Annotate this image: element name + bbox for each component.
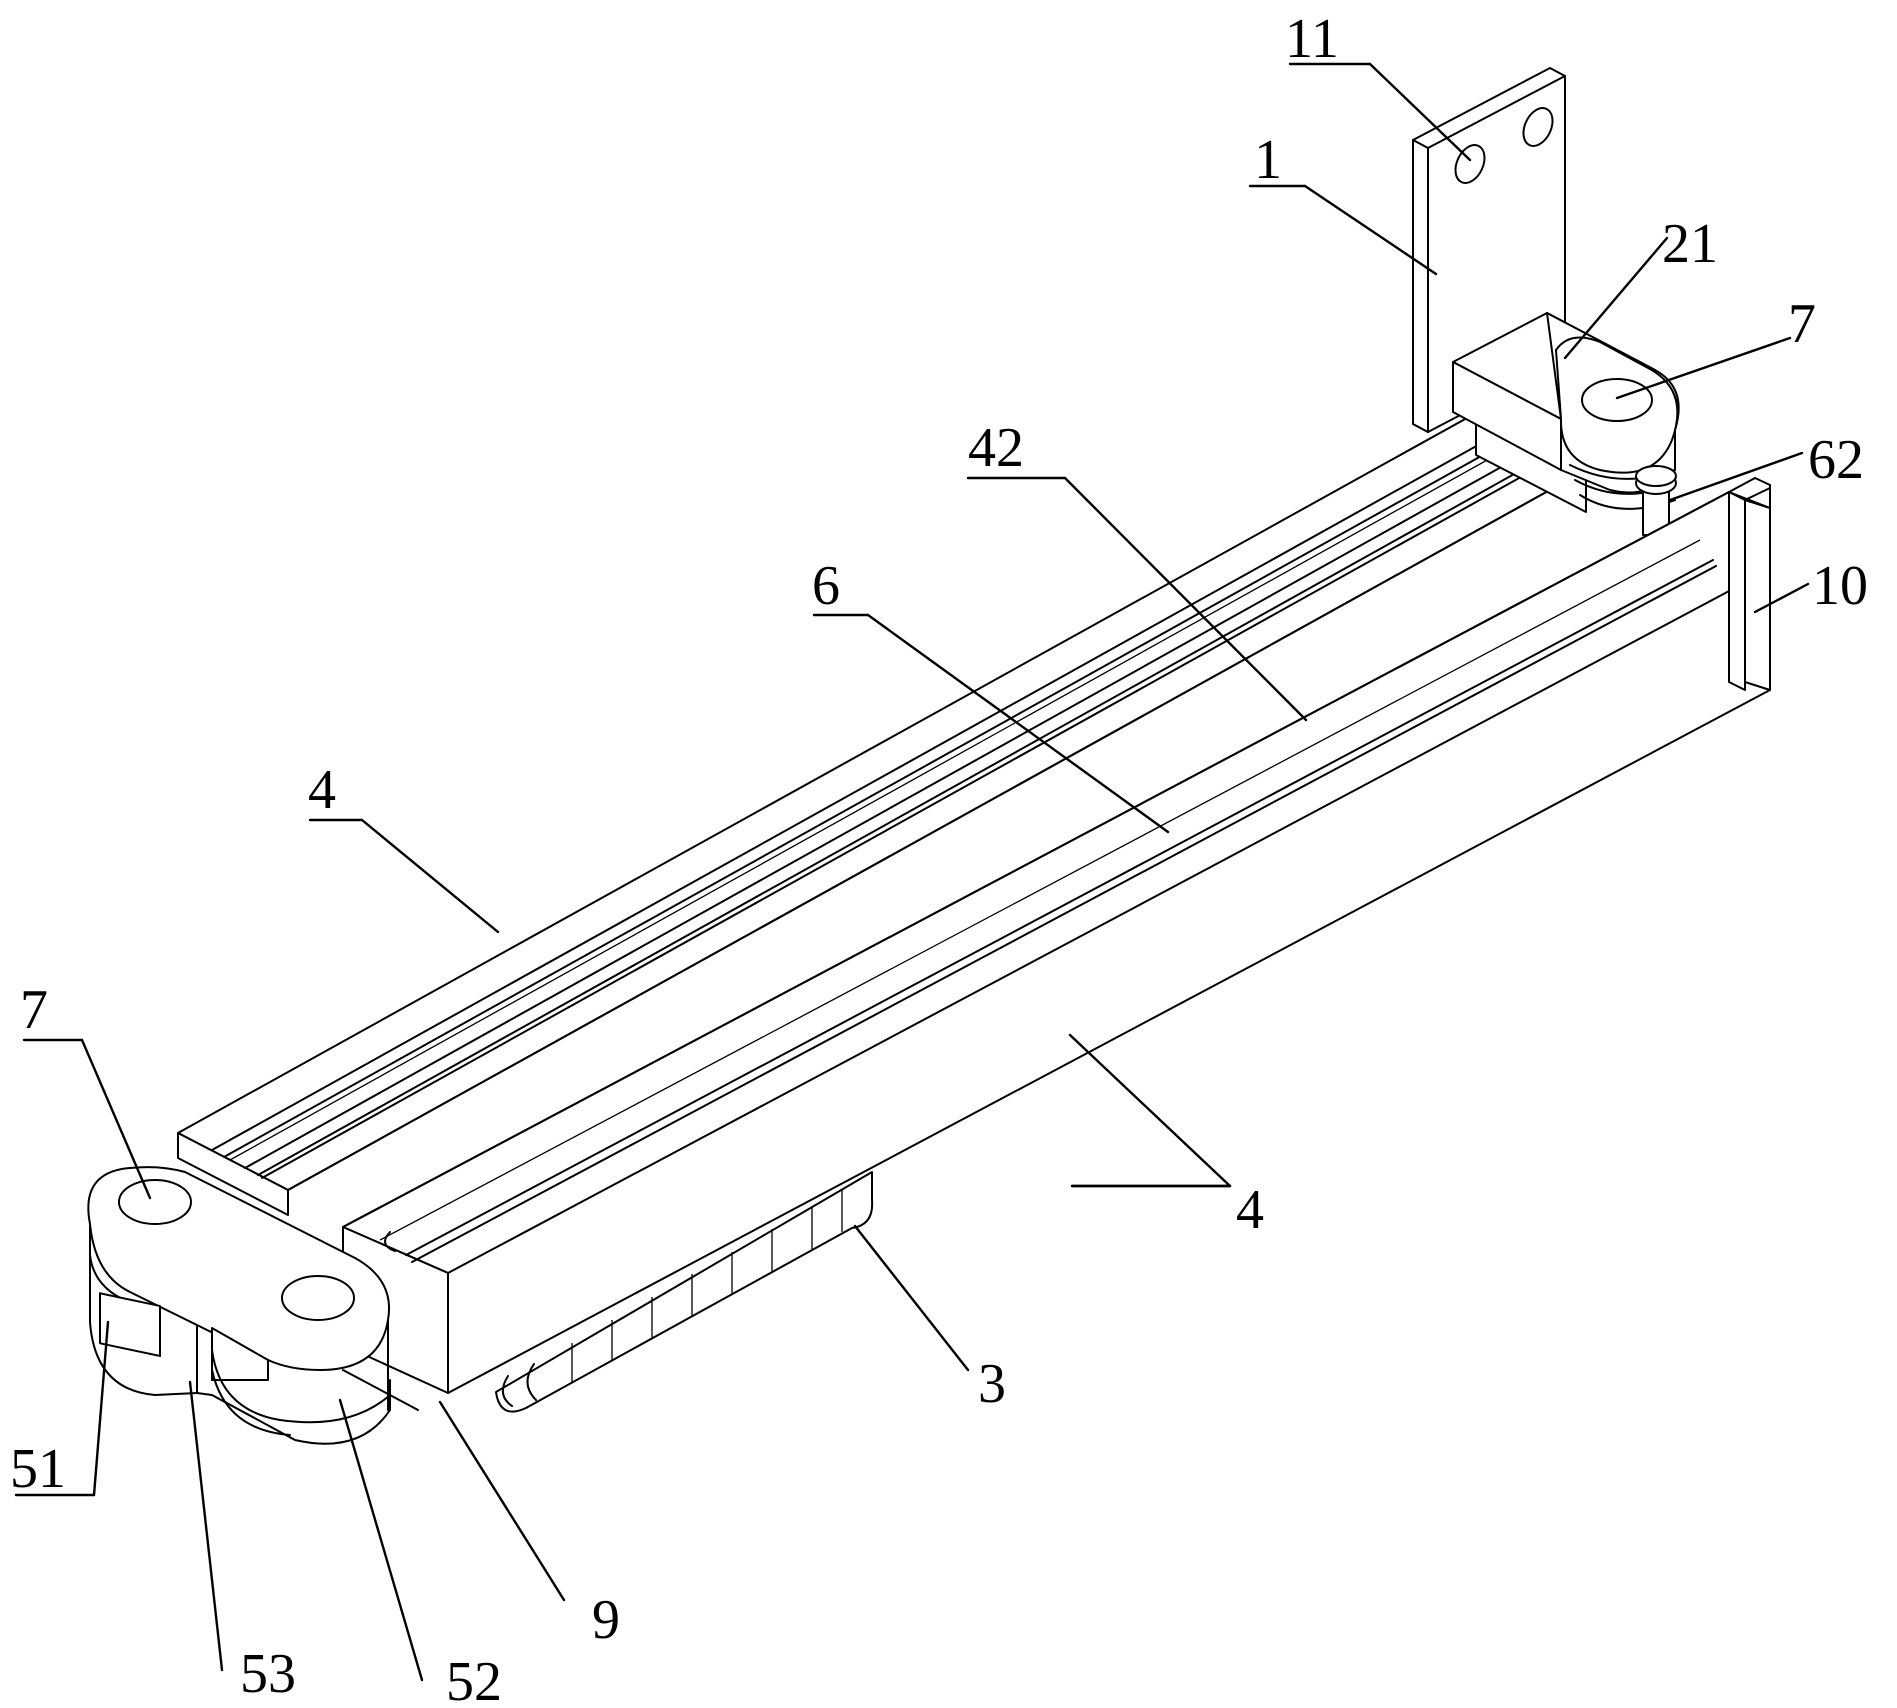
label-3: 3 <box>978 1353 1006 1415</box>
label-11: 11 <box>1285 8 1339 70</box>
label-53: 53 <box>240 1643 296 1705</box>
label-10: 10 <box>1812 555 1868 617</box>
label-1: 1 <box>1254 129 1282 191</box>
label-4-right: 4 <box>1236 1179 1264 1241</box>
label-52: 52 <box>446 1651 502 1708</box>
label-21: 21 <box>1662 213 1718 275</box>
label-7-left: 7 <box>20 979 48 1041</box>
label-6: 6 <box>812 555 840 617</box>
label-62: 62 <box>1808 429 1864 491</box>
label-42: 42 <box>968 417 1024 479</box>
front-hinge <box>88 1167 418 1444</box>
hinge-pin-icon <box>282 1276 354 1320</box>
label-51: 51 <box>10 1438 66 1500</box>
label-7-top: 7 <box>1788 293 1816 355</box>
hinge-pin-icon <box>1582 379 1652 421</box>
reference-numerals: 11 1 21 7 62 42 10 6 4 7 4 3 9 51 53 52 <box>10 8 1868 1708</box>
hinge-pin-icon <box>119 1180 191 1224</box>
label-9: 9 <box>592 1589 620 1651</box>
label-4-top: 4 <box>308 759 336 821</box>
